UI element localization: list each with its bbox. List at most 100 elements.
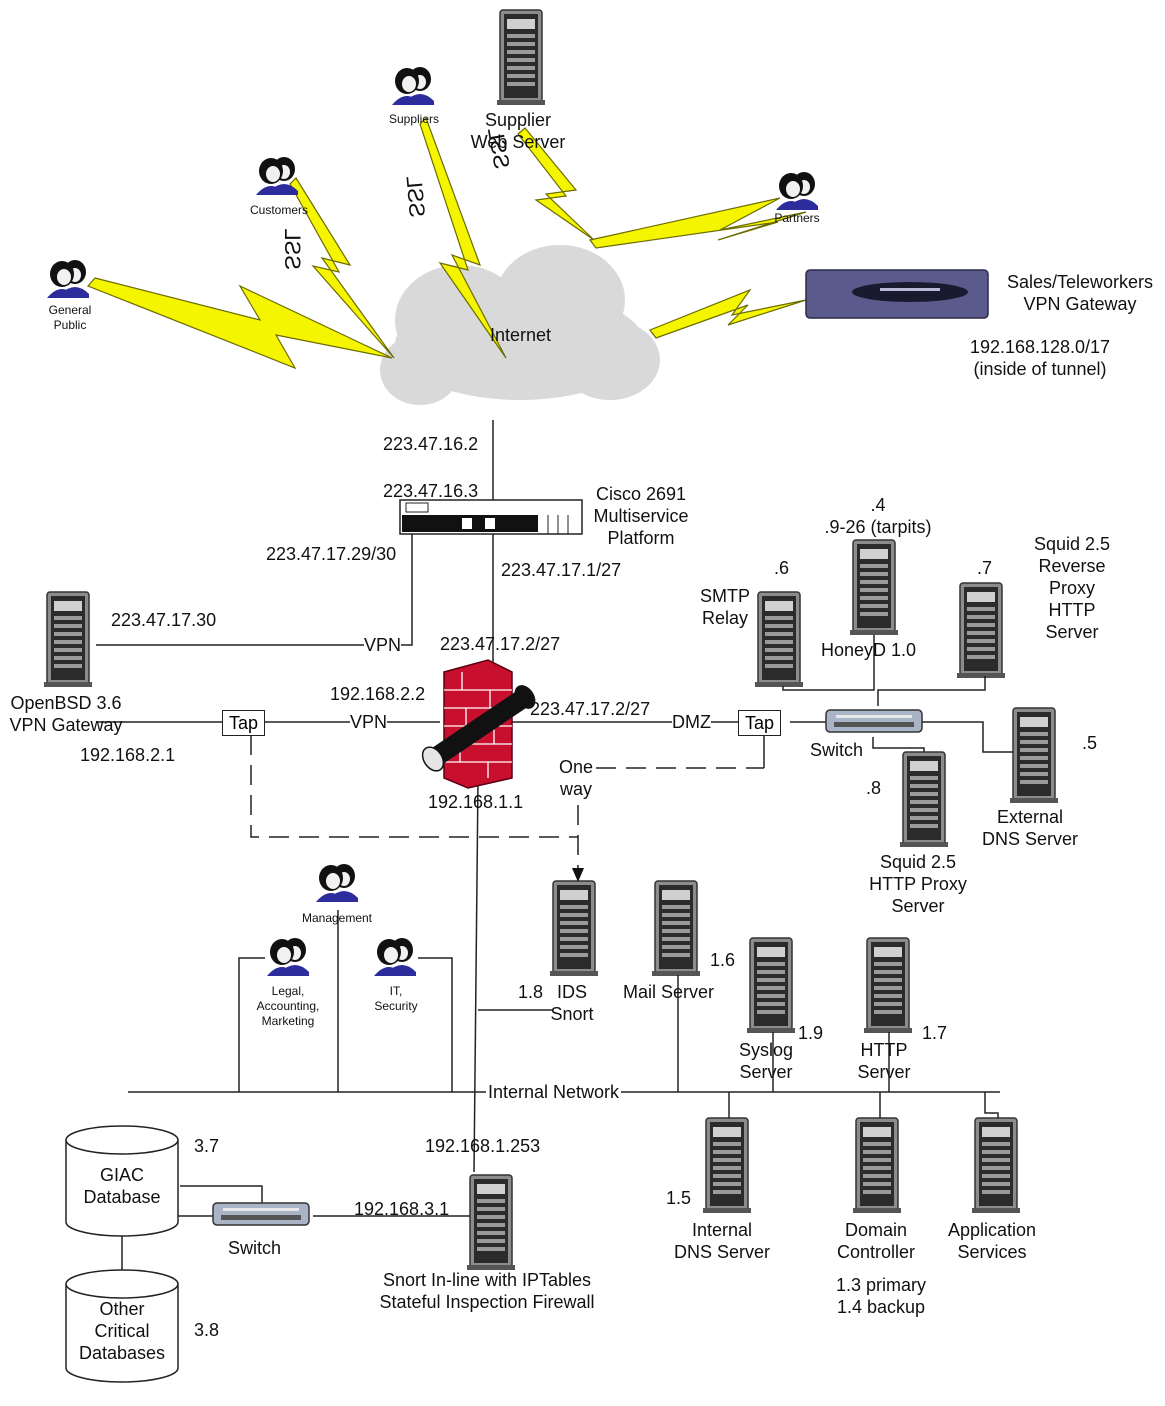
dmz-label: DMZ [672,711,711,733]
ip-192-168-2-2: 192.168.2.2 [330,684,426,704]
smtp-relay-label: SMTP Relay [699,586,751,628]
one-way-mirror-lines [250,735,764,870]
dmz-switch-icon [825,709,923,733]
ssl-text-1: SSL [280,228,305,270]
ip-223-47-17-2-dmz: 223.47.17.2/27 [530,699,651,719]
supplier-web-server-label: Supplier Web Server [470,110,566,152]
vpn-top-label: VPN [364,634,402,656]
domain-controller-label: Domain Controller [836,1220,916,1262]
ssl-text-2: SSL [401,175,430,219]
general-public-label: General Public [48,303,92,332]
ip-223-47-16-2: 223.47.16.2 [383,434,479,454]
giac-db-label: GIAC Database [83,1165,161,1207]
ip-223-47-17-29: 223.47.17.29/30 [266,544,397,564]
sales-vpn-gateway-device [805,269,989,319]
ids-snort-label: IDS Snort [550,982,594,1024]
vpn-mid-label: VPN [350,711,388,733]
other-db-label: Other Critical Databases [78,1299,166,1363]
squid-proxy-server-icon [899,751,949,848]
squid-reverse-server-icon [956,582,1006,679]
internal-dns-server-icon [702,1117,752,1214]
ip-223-47-17-30: 223.47.17.30 [111,610,217,630]
external-dns-server-icon [1009,707,1059,804]
squid-rev-suffix: .7 [977,558,993,578]
other-db-suffix: 3.8 [194,1320,220,1340]
tap-left: Tap [222,710,266,736]
mail-suffix: 1.6 [710,950,736,970]
suppliers-label: Suppliers [388,112,440,126]
ip-223-47-17-1: 223.47.17.1/27 [501,560,622,580]
internal-network-label: Internal Network [486,1081,622,1103]
general-public-actor-icon [47,260,89,298]
customers-label: Customers [249,203,309,217]
bolt-customers [289,177,395,359]
bolt-suppliers [419,116,507,359]
one-way-arrow-icon [572,868,584,882]
one-way-label: One way [558,757,594,799]
legal-label: Legal, Accounting, Marketing [256,984,320,1028]
snort-inline-server-icon [466,1174,516,1271]
ids-suffix: 1.8 [518,982,544,1002]
http-server-icon [863,937,913,1034]
db-switch-icon [212,1202,310,1226]
management-label: Management [301,911,373,925]
bolt-public [86,277,393,370]
internal-dns-suffix: 1.5 [666,1188,692,1208]
application-services-label: Application Services [947,1220,1037,1262]
giac-database-icon [65,1125,179,1237]
legal-actor-icon [267,938,309,976]
internet-cloud [380,245,660,405]
mail-server-icon [651,880,701,977]
ids-snort-server-icon [549,880,599,977]
honeyd-label: HoneyD 1.0 [821,640,917,660]
other-database-icon [65,1269,179,1383]
domain-controller-server-icon [852,1117,902,1214]
http-suffix: 1.7 [922,1023,948,1043]
ip-223-47-16-3: 223.47.16.3 [383,481,479,501]
customers-actor-icon [256,157,298,195]
dmz-switch-label: Switch [810,740,864,760]
squid-proxy-suffix: .8 [866,778,882,798]
external-dns-label: External DNS Server [981,807,1079,849]
sales-vpn-subnet-label: 192.168.128.0/17 (inside of tunnel) [969,337,1111,379]
ext-dns-suffix: .5 [1082,733,1098,753]
giac-suffix: 3.7 [194,1136,220,1156]
syslog-server-icon [746,937,796,1034]
mail-server-label: Mail Server [623,982,715,1002]
tap-right: Tap [738,710,782,736]
it-security-label: IT, Security [374,984,418,1013]
supplier-web-server-icon [496,9,546,106]
smtp-suffix: .6 [774,558,790,578]
partners-label: Partners [774,211,820,225]
cisco-router-device [399,499,583,535]
http-server-label: HTTP Server [857,1040,911,1082]
honeyd-server-icon [849,539,899,636]
openbsd-server-icon [43,591,93,688]
application-services-server-icon [971,1117,1021,1214]
honeyd-suffix: .4 .9-26 (tarpits) [824,495,932,537]
syslog-server-label: Syslog Server [738,1040,794,1082]
ip-223-47-17-2-top: 223.47.17.2/27 [440,634,561,654]
sales-vpn-gateway-label: Sales/Teleworkers VPN Gateway [1006,272,1154,314]
bolt-supplierweb [517,127,595,241]
internal-dns-label: Internal DNS Server [673,1220,771,1262]
internet-label: Internet [490,325,552,345]
ip-192-168-1-1: 192.168.1.1 [428,792,524,812]
suppliers-actor-icon [392,67,434,105]
syslog-suffix: 1.9 [798,1023,824,1043]
squid-proxy-label: Squid 2.5 HTTP Proxy Server [869,852,967,916]
snort-inline-label: Snort In-line with IPTables Stateful Ins… [379,1270,595,1312]
bolt-vpn [649,288,807,339]
squid-reverse-label: Squid 2.5 Reverse Proxy HTTP Server [1033,534,1111,642]
ip-192-168-2-1: 192.168.2.1 [80,745,176,765]
ssl-links [86,116,807,370]
bolt-partners [588,197,807,249]
db-switch-label: Switch [228,1238,282,1258]
ip-192-168-3-1: 192.168.3.1 [354,1199,450,1219]
ip-192-168-1-253: 192.168.1.253 [425,1136,541,1156]
cisco-router-label: Cisco 2691 Multiservice Platform [593,484,689,548]
it-security-actor-icon [374,938,416,976]
firewall-device [421,659,536,789]
management-actor-icon [316,864,358,902]
